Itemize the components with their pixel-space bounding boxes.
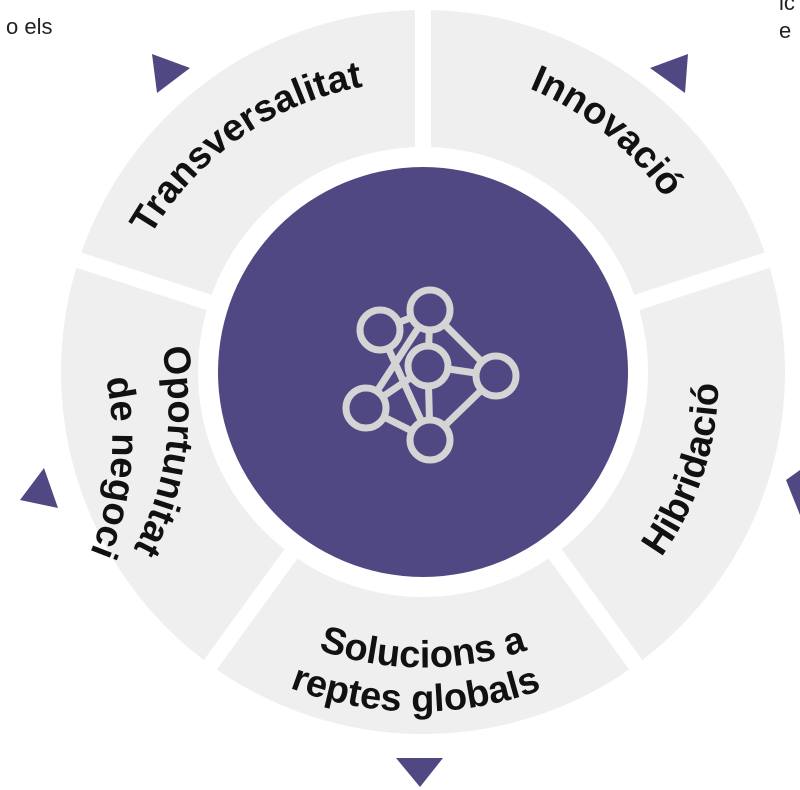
segment-oportunitat xyxy=(45,247,307,683)
triangle-icon xyxy=(396,758,443,787)
arrows-group xyxy=(20,54,800,787)
triangle-icon xyxy=(152,54,190,93)
segment-hibridacio xyxy=(539,247,800,683)
segment-transversalitat xyxy=(61,0,431,316)
triangle-icon xyxy=(650,54,688,93)
corner-text-left: o els xyxy=(6,14,53,39)
segments-group xyxy=(45,0,800,750)
corner-text-right-2: e xyxy=(779,18,792,43)
triangle-icon xyxy=(786,470,800,515)
network-nodes-icon xyxy=(342,286,520,464)
segment-innovacio xyxy=(415,0,785,316)
segment-solucions xyxy=(194,536,652,750)
triangle-icon xyxy=(20,468,58,508)
corner-text-right-1: ic xyxy=(779,0,795,15)
